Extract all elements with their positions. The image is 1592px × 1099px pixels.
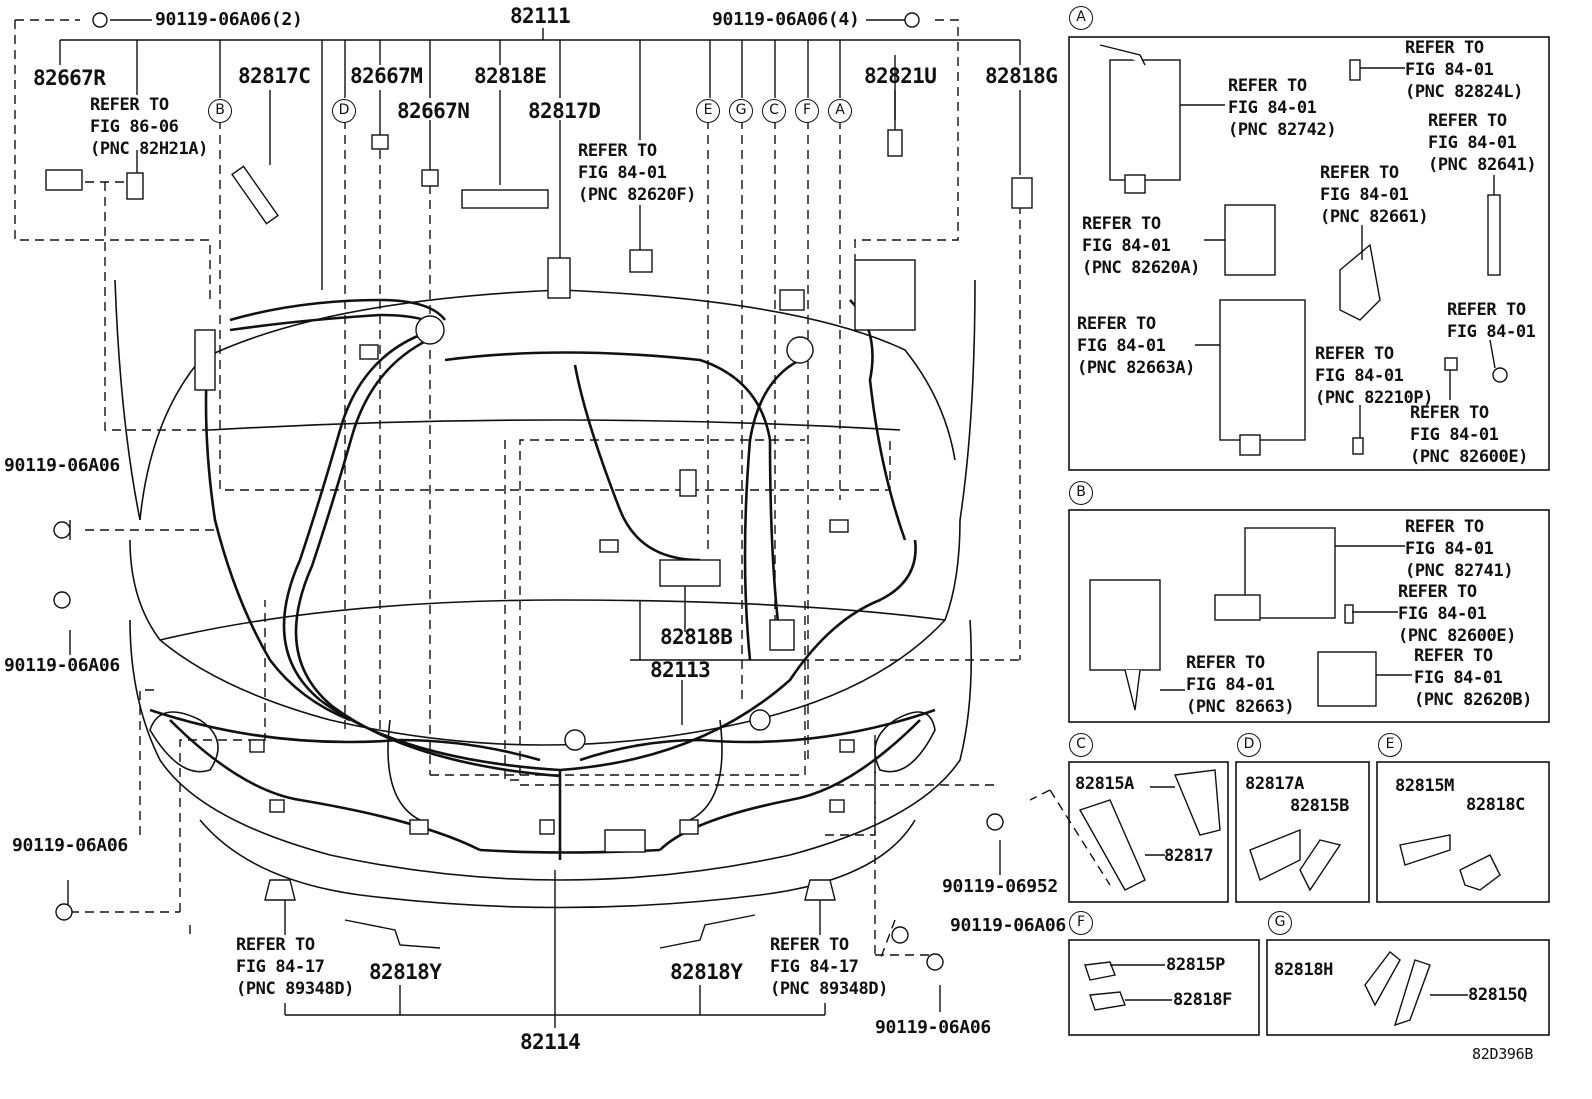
circle-label-e: E — [696, 99, 720, 123]
bolt-label-left-1: 90119-06A06 — [4, 455, 120, 476]
panel-a-parts — [1099, 44, 1508, 456]
panel-a-refer-82663a: REFER TO FIG 84-01 (PNC 82663A) — [1077, 314, 1196, 378]
wire-harness — [149, 298, 936, 860]
diagram-code: 82D396B — [1472, 1045, 1534, 1063]
panel-f-circle-label: F — [1069, 911, 1093, 935]
bolt-label-right-3: 90119-06A06 — [875, 1017, 991, 1038]
part-label-82667n: 82667N — [397, 99, 470, 123]
panel-a-refer-82742: REFER TO FIG 84-01 (PNC 82742) — [1228, 76, 1337, 140]
panel-g-circle-label: G — [1268, 911, 1292, 935]
refer-to-89348d-left: REFER TO FIG 84-17 (PNC 89348D) — [236, 935, 355, 999]
refer-to-89348d-right: REFER TO FIG 84-17 (PNC 89348D) — [770, 935, 889, 999]
bolt-label-top-left: 90119-06A06(2) — [155, 9, 303, 30]
inset-panel-frames — [1068, 36, 1550, 1036]
part-label-82817c: 82817C — [238, 64, 311, 88]
top-leader-lines — [59, 19, 1021, 290]
circle-label-b: B — [208, 99, 232, 123]
circle-label-a: A — [828, 99, 852, 123]
vehicle-body-outline — [114, 279, 976, 909]
panel-b-leaders — [1160, 545, 1412, 691]
clip-icons — [264, 879, 836, 949]
panel-c-part-82815a: 82815A — [1075, 774, 1135, 794]
part-label-82111: 82111 — [510, 4, 571, 28]
part-label-82667r: 82667R — [33, 66, 106, 90]
panel-b-parts — [1089, 527, 1377, 711]
circle-label-g: G — [729, 99, 753, 123]
panel-b-refer-82663: REFER TO FIG 84-01 (PNC 82663) — [1186, 653, 1295, 717]
panel-c-part-82817: 82817 — [1164, 846, 1214, 866]
small-panel-leaders — [1110, 786, 1468, 1001]
refer-to-82620f: REFER TO FIG 84-01 (PNC 82620F) — [578, 141, 697, 205]
panel-a-refer-82824l: REFER TO FIG 84-01 (PNC 82824L) — [1405, 38, 1524, 102]
panel-d-circle-label: D — [1237, 733, 1261, 757]
bolt-label-right-1: 90119-06952 — [942, 876, 1058, 897]
panel-a-circle-label: A — [1069, 6, 1093, 30]
panel-g-part-82815q: 82815Q — [1468, 985, 1528, 1005]
part-label-82817d: 82817D — [528, 99, 601, 123]
panel-e-part-82818c: 82818C — [1466, 795, 1526, 815]
part-label-82667m: 82667M — [350, 64, 423, 88]
bolt-label-left-2: 90119-06A06 — [4, 655, 120, 676]
panel-f-part-82815p: 82815P — [1166, 955, 1226, 975]
dashed-reference-lines — [14, 19, 1111, 961]
panel-c-circle-label: C — [1069, 733, 1093, 757]
panel-e-circle-label: E — [1378, 733, 1402, 757]
panel-a-refer-82661: REFER TO FIG 84-01 (PNC 82661) — [1320, 163, 1429, 227]
panel-a-leaders — [1180, 67, 1496, 438]
bolt-label-right-2: 90119-06A06 — [950, 915, 1066, 936]
bolt-label-top-right: 90119-06A06(4) — [712, 9, 860, 30]
part-label-82821u: 82821U — [864, 64, 937, 88]
panel-b-circle-label: B — [1069, 481, 1093, 505]
part-label-82114: 82114 — [520, 1030, 581, 1054]
panel-a-refer-82600e: REFER TO FIG 84-01 (PNC 82600E) — [1410, 403, 1529, 467]
circle-label-c: C — [762, 99, 786, 123]
part-label-82818y-right: 82818Y — [670, 960, 743, 984]
panel-d-part-82815b: 82815B — [1290, 796, 1350, 816]
refer-to-82h21a: REFER TO FIG 86-06 (PNC 82H21A) — [90, 95, 209, 159]
panel-e-part-82815m: 82815M — [1395, 776, 1455, 796]
circle-label-f: F — [795, 99, 819, 123]
panel-f-part-82818f: 82818F — [1173, 990, 1233, 1010]
small-panel-parts — [1078, 769, 1501, 1027]
panel-g-part-82818h: 82818H — [1274, 960, 1334, 980]
bolt-icons — [53, 12, 1004, 971]
panel-b-refer-82741: REFER TO FIG 84-01 (PNC 82741) — [1405, 517, 1514, 581]
panel-b-refer-82600e: REFER TO FIG 84-01 (PNC 82600E) — [1398, 582, 1517, 646]
panel-d-part-82817a: 82817A — [1245, 774, 1305, 794]
part-leader-lines — [67, 90, 1021, 1028]
part-label-82818e: 82818E — [474, 64, 547, 88]
part-label-82818y-left: 82818Y — [369, 960, 442, 984]
connector-icons — [45, 129, 1033, 853]
panel-a-refer-82620a: REFER TO FIG 84-01 (PNC 82620A) — [1082, 214, 1201, 278]
part-label-82818b: 82818B — [660, 625, 733, 649]
part-label-82818g: 82818G — [985, 64, 1058, 88]
panel-a-refer-82210p: REFER TO FIG 84-01 (PNC 82210P) — [1315, 344, 1434, 408]
panel-a-refer-82641: REFER TO FIG 84-01 (PNC 82641) — [1428, 111, 1537, 175]
circle-label-d: D — [332, 99, 356, 123]
panel-b-refer-82620b: REFER TO FIG 84-01 (PNC 82620B) — [1414, 646, 1533, 710]
bolt-label-left-3: 90119-06A06 — [12, 835, 128, 856]
panel-a-refer-fig-8401: REFER TO FIG 84-01 — [1447, 300, 1536, 342]
part-label-82113: 82113 — [650, 658, 711, 682]
